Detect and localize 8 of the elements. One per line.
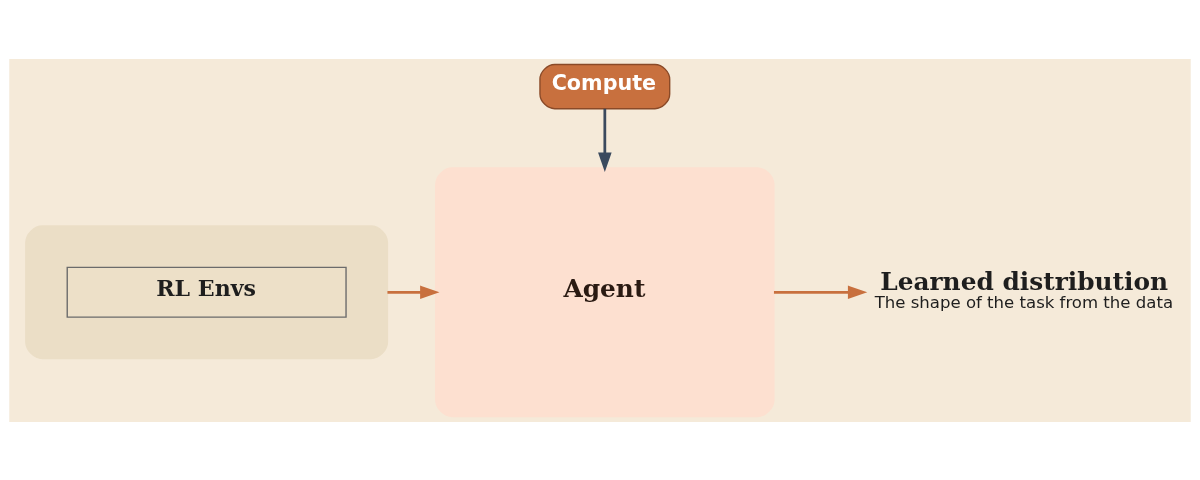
arrow xyxy=(773,285,868,299)
node-box: Compute xyxy=(539,63,671,109)
node-text: Learned distribution The shape of the task from the data xyxy=(874,266,1174,312)
node-box: RL Envs xyxy=(66,266,347,318)
arrow xyxy=(387,285,440,299)
arrow xyxy=(598,108,612,172)
cluster xyxy=(25,224,389,359)
node-box: Agent xyxy=(435,166,775,417)
